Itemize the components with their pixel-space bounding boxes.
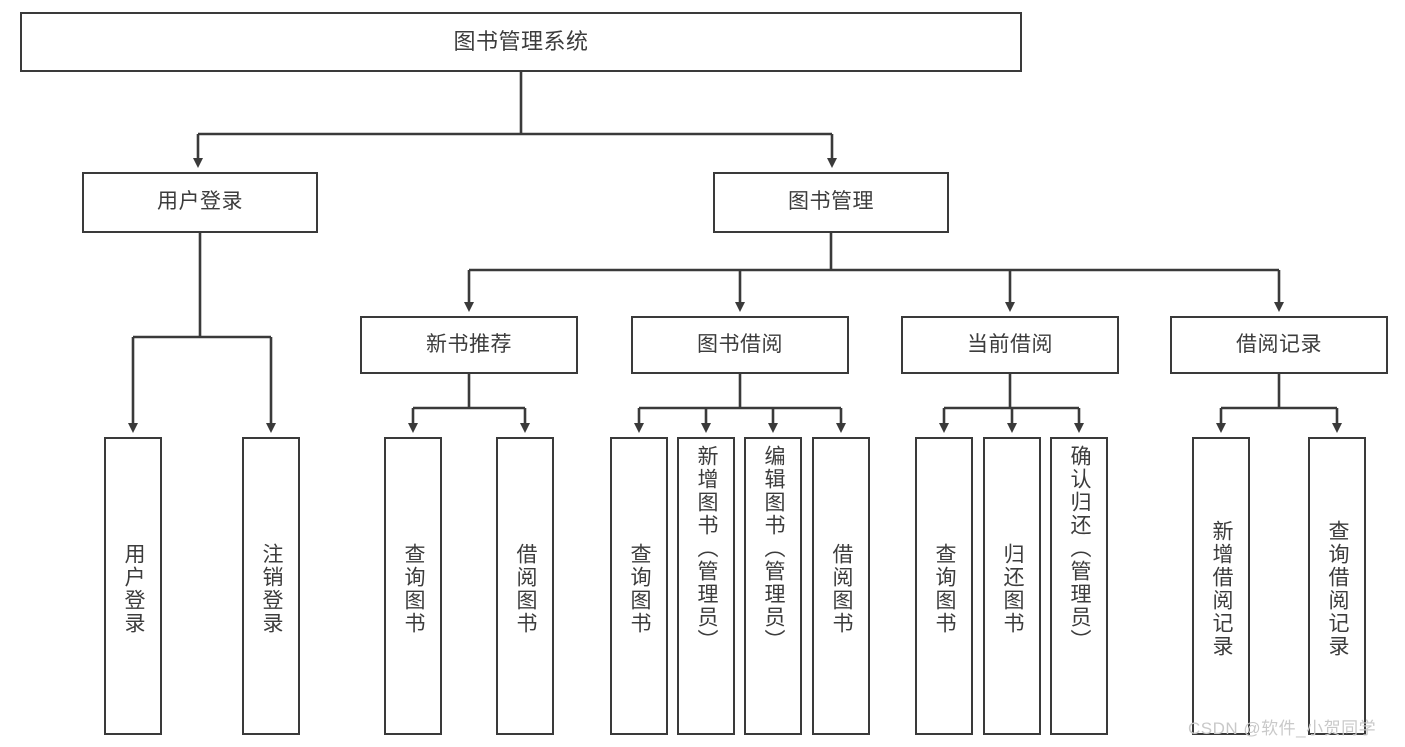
watermark: CSDN @软件_小贺同学 [1188,719,1377,738]
leaf-label: 查询借阅记录 [1326,520,1350,658]
leaf-label: 借阅图书 [514,543,538,635]
leaf-label: 注销登录 [260,543,284,635]
leaf-borrow-record-1[interactable]: 查询借阅记录 [1308,437,1366,735]
leaf-current-borrow-0[interactable]: 查询图书 [915,437,973,735]
leaf-current-borrow-2[interactable]: 确认归还（管理员） [1050,437,1108,735]
node-book-manage[interactable]: 图书管理 [713,172,949,233]
node-root[interactable]: 图书管理系统 [20,12,1022,72]
leaf-book-borrow-3[interactable]: 借阅图书 [812,437,870,735]
leaf-label: 查询图书 [628,543,652,635]
leaf-label: 编辑图书（管理员） [762,445,786,652]
node-new-book-rec[interactable]: 新书推荐 [360,316,578,374]
node-book-manage-label: 图书管理 [788,190,874,214]
leaf-label: 借阅图书 [830,543,854,635]
node-user-login-label: 用户登录 [157,190,243,214]
leaf-book-borrow-2[interactable]: 编辑图书（管理员） [744,437,802,735]
leaf-label: 查询图书 [933,543,957,635]
node-book-borrow-label: 图书借阅 [697,332,783,356]
node-current-borrow[interactable]: 当前借阅 [901,316,1119,374]
node-book-borrow[interactable]: 图书借阅 [631,316,849,374]
node-borrow-record[interactable]: 借阅记录 [1170,316,1388,374]
leaf-label: 用户登录 [122,543,146,635]
leaf-label: 归还图书 [1001,543,1025,635]
leaf-label: 确认归还（管理员） [1068,445,1092,652]
leaf-current-borrow-1[interactable]: 归还图书 [983,437,1041,735]
leaf-label: 新增图书（管理员） [695,445,719,652]
leaf-book-borrow-1[interactable]: 新增图书（管理员） [677,437,735,735]
leaf-user-login-1[interactable]: 注销登录 [242,437,300,735]
node-root-label: 图书管理系统 [453,29,589,55]
node-user-login[interactable]: 用户登录 [82,172,318,233]
leaf-new-book-rec-0[interactable]: 查询图书 [384,437,442,735]
node-new-book-rec-label: 新书推荐 [426,332,512,356]
leaf-borrow-record-0[interactable]: 新增借阅记录 [1192,437,1250,735]
leaf-user-login-0[interactable]: 用户登录 [104,437,162,735]
node-borrow-record-label: 借阅记录 [1236,332,1322,356]
leaf-label: 查询图书 [402,543,426,635]
leaf-new-book-rec-1[interactable]: 借阅图书 [496,437,554,735]
node-current-borrow-label: 当前借阅 [967,332,1053,356]
leaf-book-borrow-0[interactable]: 查询图书 [610,437,668,735]
leaf-label: 新增借阅记录 [1210,520,1234,658]
